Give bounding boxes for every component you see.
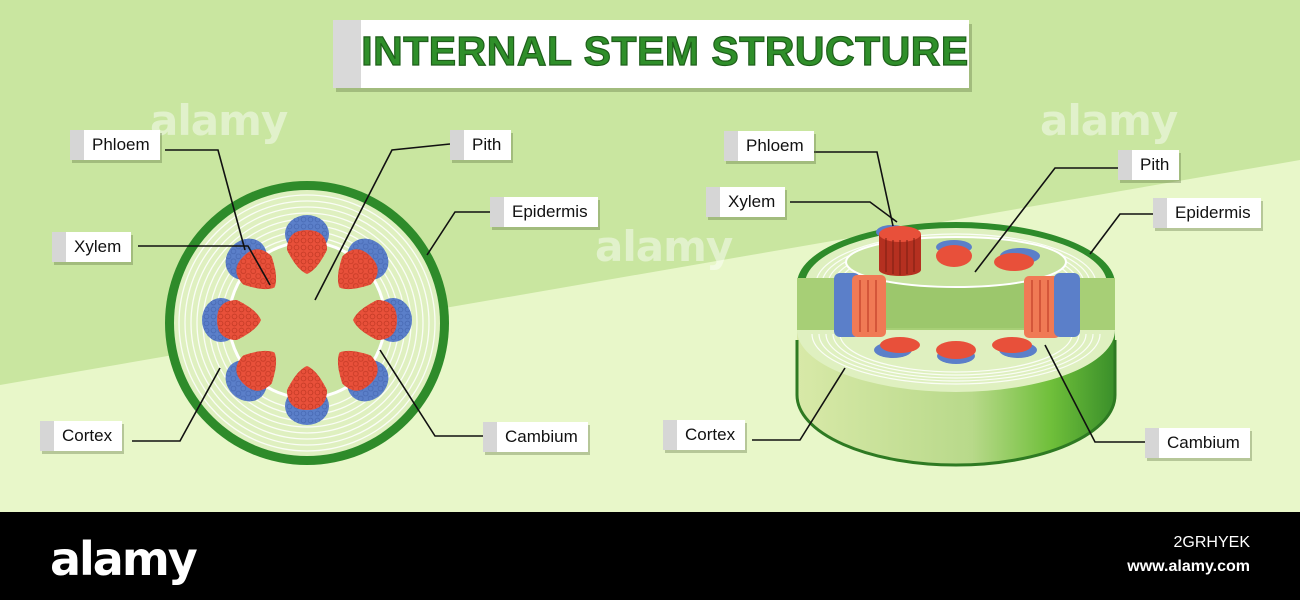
footer-url: www.alamy.com bbox=[1127, 558, 1250, 575]
label-xylem-right: Xylem bbox=[706, 187, 786, 217]
label-phloem-right: Phloem bbox=[724, 131, 814, 161]
label-cortex-left: Cortex bbox=[40, 421, 123, 451]
vascular-bundle bbox=[337, 350, 389, 402]
watermark: alamy bbox=[595, 222, 733, 271]
label-pith-right: Pith bbox=[1118, 150, 1180, 180]
vascular-bundle bbox=[285, 215, 329, 274]
title-banner: INTERNAL STEM STRUCTURE bbox=[333, 20, 969, 88]
stem-cross-section bbox=[165, 181, 449, 465]
label-epidermis-right: Epidermis bbox=[1153, 198, 1261, 228]
footer-logo: alamy bbox=[50, 532, 198, 586]
vascular-bundle bbox=[202, 298, 261, 342]
right-side-bundle-left bbox=[834, 273, 886, 337]
leader-lines bbox=[132, 143, 1153, 443]
right-protruding-bundle bbox=[876, 225, 921, 276]
label-epidermis-left: Epidermis bbox=[490, 197, 598, 227]
right-side-bundle-right bbox=[1024, 273, 1080, 338]
page-title: INTERNAL STEM STRUCTURE bbox=[361, 27, 969, 74]
stem-3d-cylinder bbox=[795, 222, 1117, 467]
watermark: alamy bbox=[1040, 96, 1178, 145]
vascular-bundle bbox=[225, 350, 277, 402]
footer-bar: alamy 2GRHYEK www.alamy.com bbox=[0, 512, 1300, 600]
label-cortex-right: Cortex bbox=[663, 420, 746, 450]
vascular-bundle bbox=[337, 238, 389, 290]
label-pith-left: Pith bbox=[450, 130, 512, 160]
watermark: alamy bbox=[150, 96, 288, 145]
right-front-bundles bbox=[874, 337, 1037, 364]
label-xylem-left: Xylem bbox=[52, 232, 132, 262]
right-top-bundles bbox=[936, 240, 1040, 271]
label-phloem-left: Phloem bbox=[70, 130, 160, 160]
vascular-bundle bbox=[353, 298, 412, 342]
footer-image-id: 2GRHYEK bbox=[1173, 534, 1250, 551]
vascular-bundle bbox=[285, 366, 329, 425]
label-cambium-left: Cambium bbox=[483, 422, 588, 452]
label-cambium-right: Cambium bbox=[1145, 428, 1250, 458]
